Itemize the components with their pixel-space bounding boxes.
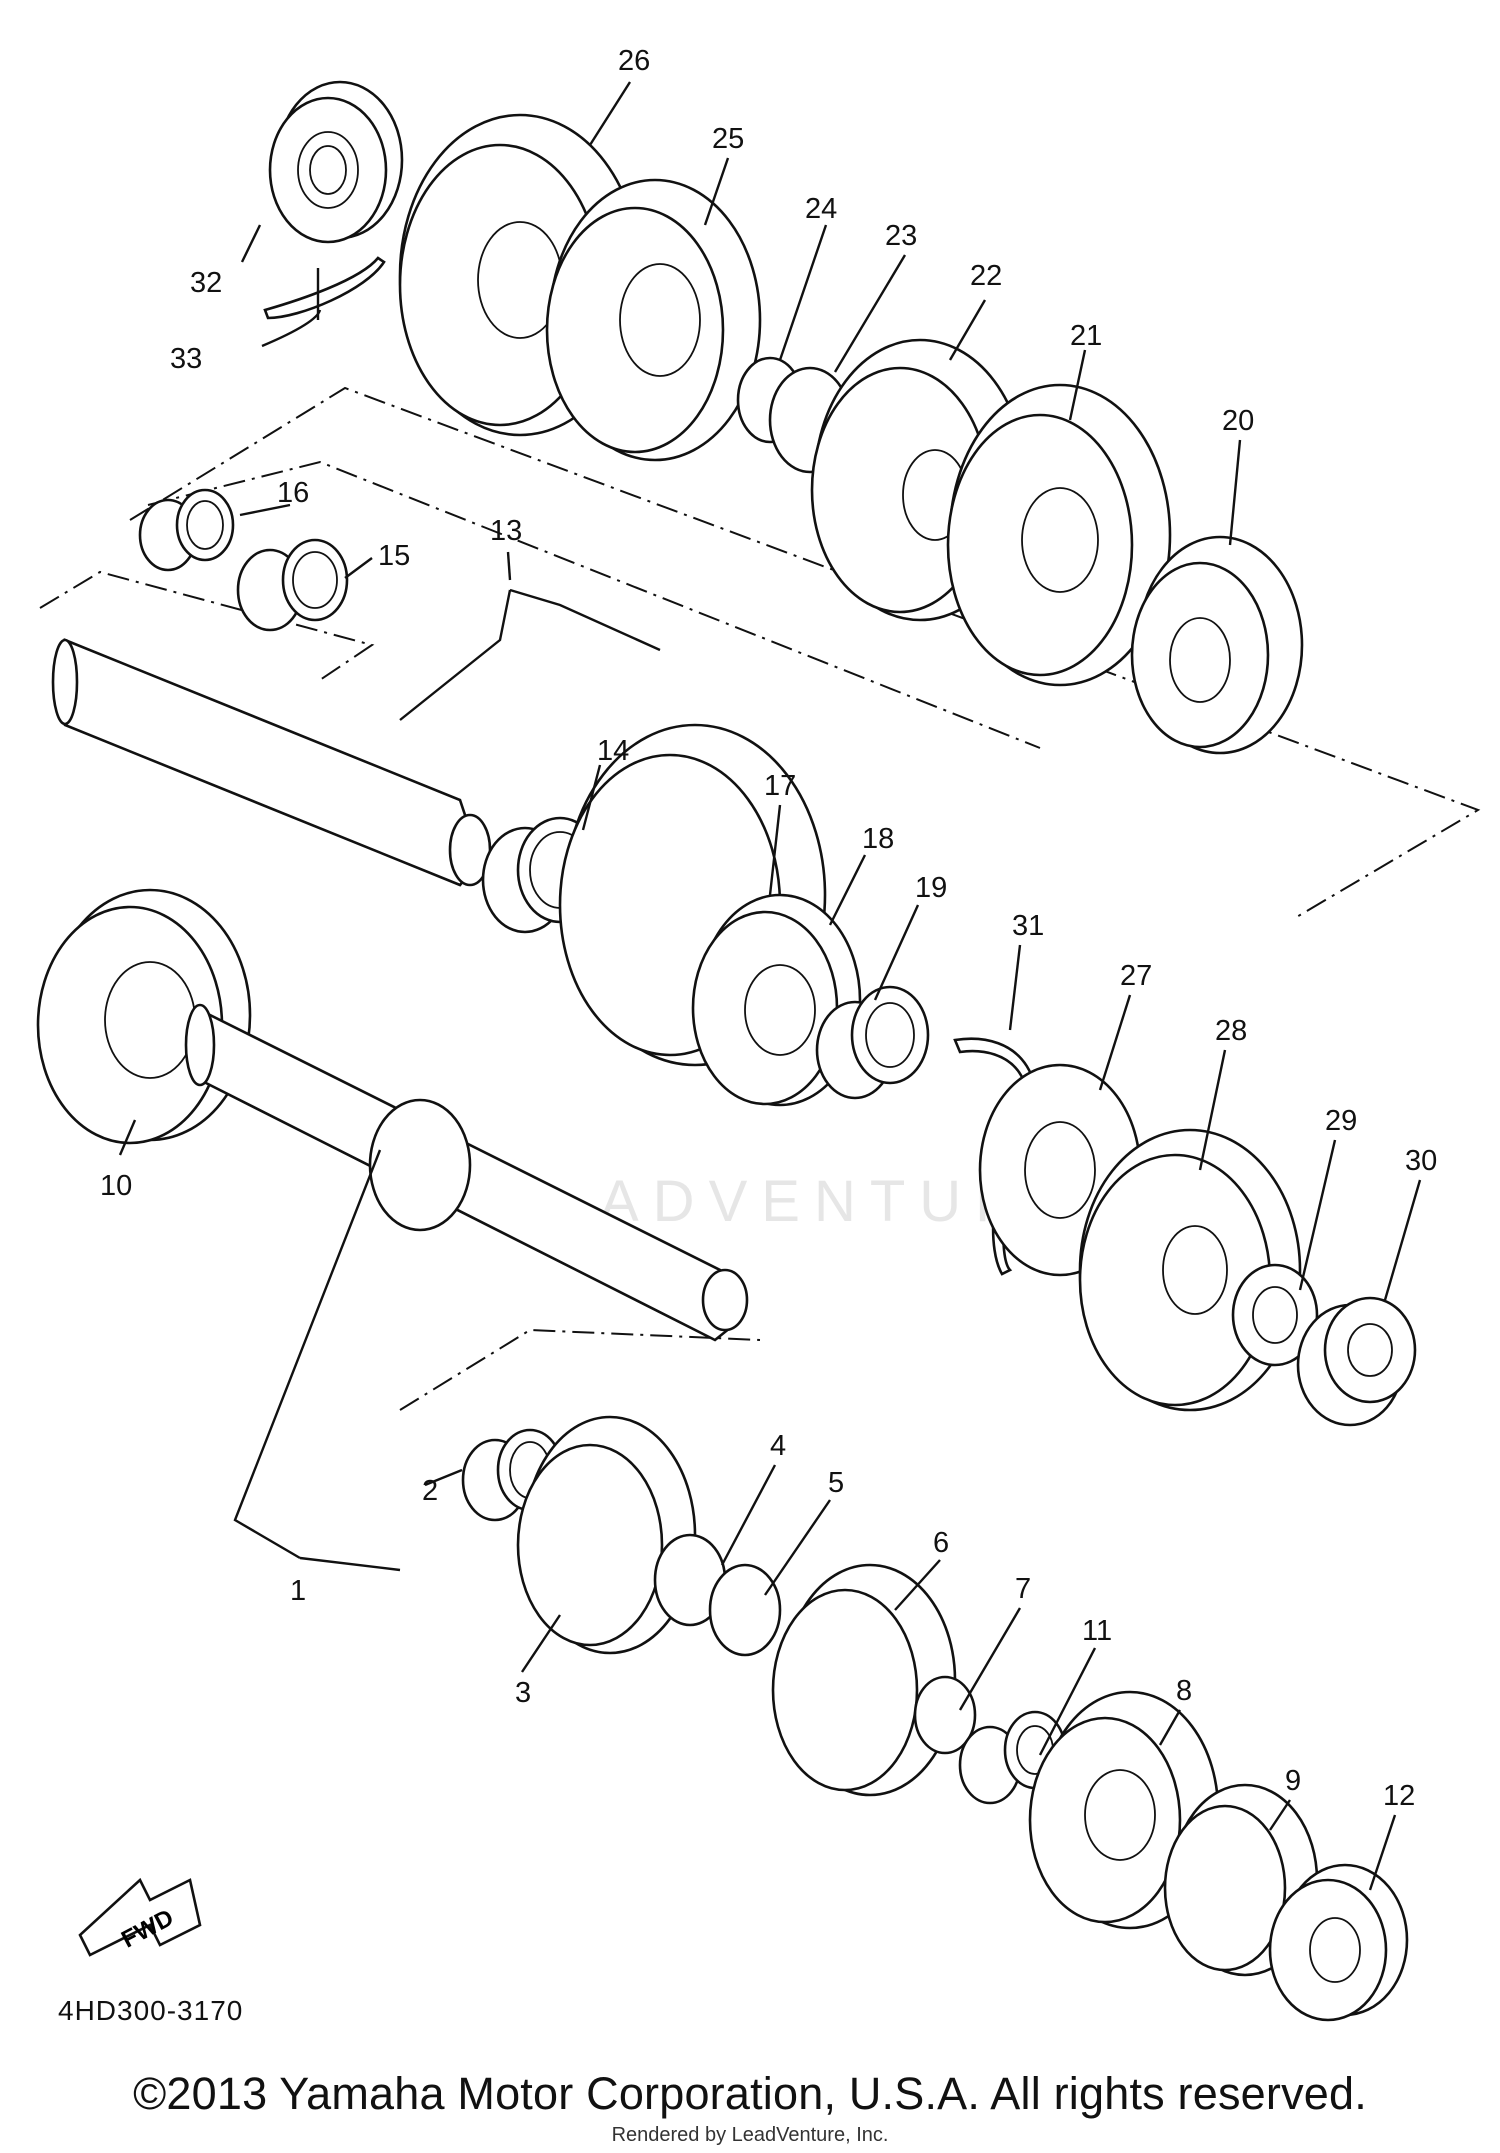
callout-30: 30 xyxy=(1405,1145,1437,1177)
part-16-bushing xyxy=(138,488,235,572)
part-13-axle xyxy=(51,638,492,887)
part-29-lock-washer xyxy=(1231,1263,1319,1367)
callout-17: 17 xyxy=(764,770,796,802)
callout-10: 10 xyxy=(100,1170,132,1202)
callout-16: 16 xyxy=(277,477,309,509)
leader-lines xyxy=(118,81,1422,1891)
part-28-sprocket xyxy=(1078,1128,1302,1412)
callout-1: 1 xyxy=(290,1575,306,1607)
callout-5: 5 xyxy=(828,1467,844,1499)
callout-29: 29 xyxy=(1325,1105,1357,1137)
callout-4: 4 xyxy=(770,1430,786,1462)
callout-19: 19 xyxy=(915,872,947,904)
callout-21: 21 xyxy=(1070,320,1102,352)
part-15-bushing xyxy=(236,538,349,632)
callout-24: 24 xyxy=(805,193,837,225)
callout-31: 31 xyxy=(1012,910,1044,942)
callout-3: 3 xyxy=(515,1677,531,1709)
callout-labels: 26 25 24 23 22 21 20 32 33 16 15 13 14 1… xyxy=(100,45,1437,1812)
callout-33: 33 xyxy=(170,343,202,375)
part-30-nut xyxy=(1296,1296,1417,1427)
callout-32: 32 xyxy=(190,267,222,299)
fwd-arrow-icon: FWD xyxy=(78,1877,202,1957)
callout-20: 20 xyxy=(1222,405,1254,437)
part-20-gear xyxy=(1130,535,1304,755)
part-3-gear xyxy=(516,1415,697,1655)
callout-14: 14 xyxy=(597,735,629,767)
part-10-bearing xyxy=(36,888,252,1145)
copyright-text: ©2013 Yamaha Motor Corporation, U.S.A. A… xyxy=(133,2068,1367,2119)
callout-15: 15 xyxy=(378,540,410,572)
rendered-by-text: Rendered by LeadVenture, Inc. xyxy=(611,2124,889,2146)
part-33-circlip xyxy=(263,256,386,320)
part-32-bearing xyxy=(268,80,404,244)
callout-12: 12 xyxy=(1383,1780,1415,1812)
callout-2: 2 xyxy=(422,1475,438,1507)
callout-8: 8 xyxy=(1176,1675,1192,1707)
diagram-code: 4HD300-3170 xyxy=(58,1995,244,2026)
part-1-main-axle xyxy=(184,1003,749,1342)
part-5-circlip xyxy=(708,1563,782,1657)
callout-13: 13 xyxy=(490,515,522,547)
callout-25: 25 xyxy=(712,123,744,155)
part-19-collar xyxy=(815,985,930,1100)
group-box-left xyxy=(39,570,375,681)
part-6-gear xyxy=(771,1563,957,1797)
callout-11: 11 xyxy=(1082,1615,1112,1647)
callout-22: 22 xyxy=(970,260,1002,292)
group-box-upper xyxy=(129,386,1481,919)
part-25-gear xyxy=(545,178,762,462)
part-7-washer xyxy=(913,1675,977,1755)
callout-9: 9 xyxy=(1285,1765,1301,1797)
callout-23: 23 xyxy=(885,220,917,252)
part-21-gear xyxy=(946,383,1172,687)
callout-18: 18 xyxy=(862,823,894,855)
part-12-bearing xyxy=(1268,1863,1409,2022)
callout-28: 28 xyxy=(1215,1015,1247,1047)
group-box-lower xyxy=(399,1328,761,1411)
callout-27: 27 xyxy=(1120,960,1152,992)
callout-7: 7 xyxy=(1015,1573,1031,1605)
callout-26: 26 xyxy=(618,45,650,77)
callout-6: 6 xyxy=(933,1527,949,1559)
